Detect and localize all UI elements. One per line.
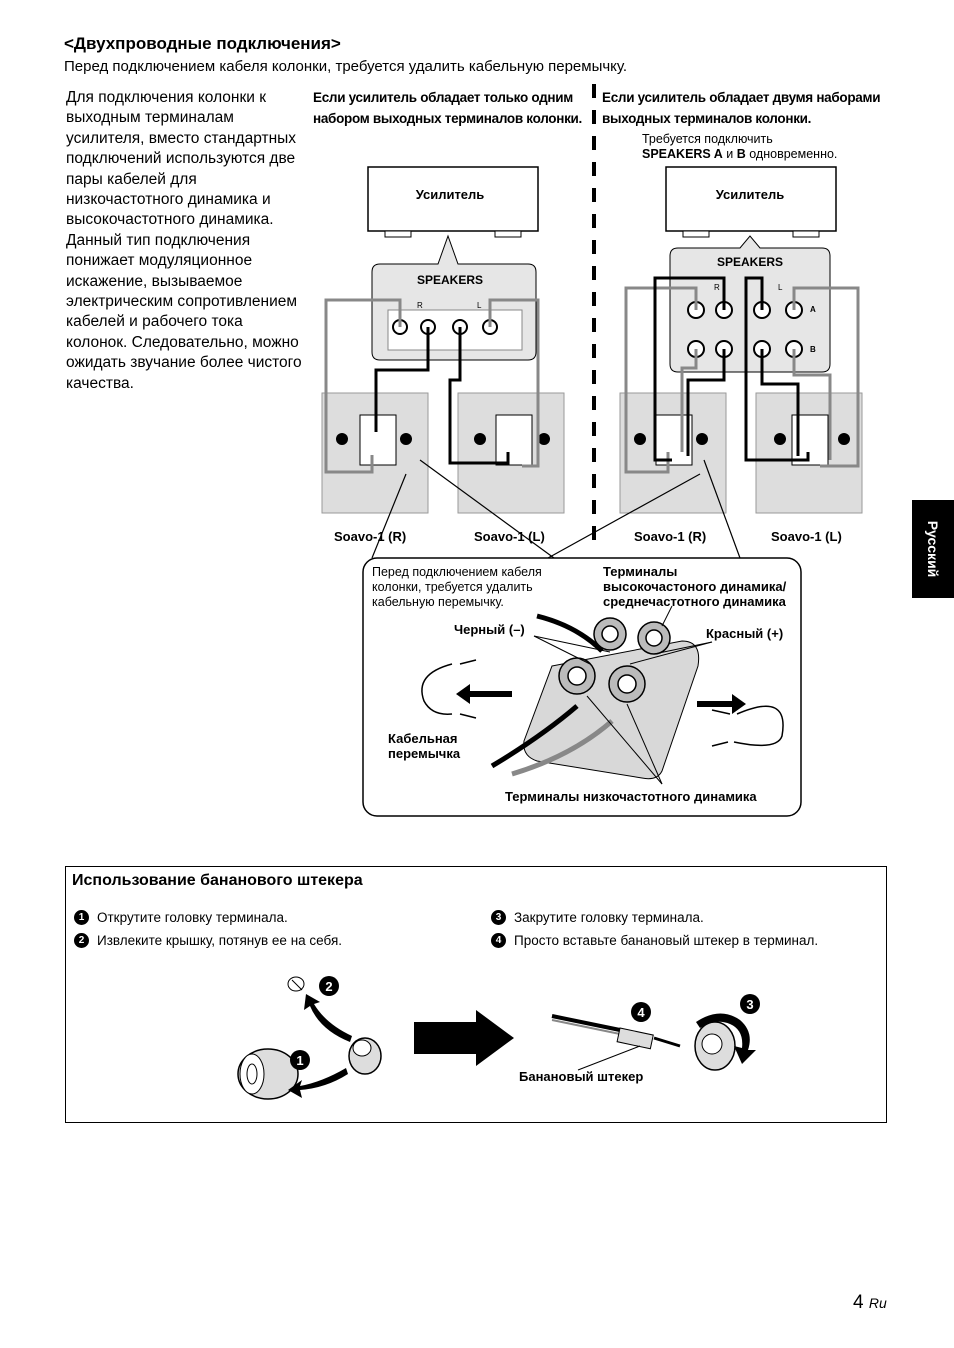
- right-speaker-r: [619, 392, 727, 514]
- set-a-label: A: [810, 305, 816, 314]
- jumper-line2: перемычка: [388, 746, 461, 761]
- wiring-diagram: Усилитель SPEAKERS R L Усилитель SPEAKER…: [321, 166, 863, 559]
- page-number-value: 4: [853, 1292, 864, 1313]
- label-left-speaker-r: Soavo-1 (R): [334, 529, 407, 544]
- section-subtitle: Перед подключением кабеля колонки, требу…: [64, 58, 628, 75]
- svg-text:2: 2: [325, 979, 332, 994]
- terminal-post-left: [348, 1037, 382, 1075]
- step-1-text: Открутите головку терминала.: [97, 910, 288, 925]
- red-plus-label: Красный (+): [706, 626, 784, 641]
- right-heading-line2: выходных терминалов колонки.: [602, 111, 812, 126]
- section-title: <Двухпроводные подключения>: [64, 34, 341, 53]
- svg-text:1: 1: [296, 1053, 303, 1068]
- step-number-4-icon: 4: [631, 1002, 651, 1022]
- page-language: Ru: [868, 1295, 887, 1311]
- step-4-text: Просто вставьте банановый штекер в терми…: [514, 933, 819, 948]
- intro-paragraph: Для подключения колонки к выходным терми…: [66, 89, 302, 392]
- note-end: одновременно.: [745, 147, 838, 161]
- right-amplifier: Усилитель SPEAKERS R L A B: [665, 166, 837, 373]
- note-line2: SPEAKERS A и B одновременно.: [642, 147, 882, 162]
- label-right-speaker-l: Soavo-1 (L): [771, 529, 842, 544]
- jumper-line1: Кабельная: [388, 731, 458, 746]
- right-amp-label: Усилитель: [716, 187, 785, 202]
- banana-plug-label: Банановый штекер: [519, 1069, 644, 1084]
- tweeter-line1: Терминалы: [603, 564, 678, 579]
- step-4: 4 Просто вставьте банановый штекер в терм…: [491, 933, 818, 948]
- banana-plug-illustration: 2 1 4 3: [237, 976, 760, 1100]
- step-3: 3 Закрутите головку терминала.: [491, 910, 704, 925]
- label-left-speaker-l: Soavo-1 (L): [474, 529, 545, 544]
- step-2-number: 2: [74, 933, 89, 948]
- left-ch-l: L: [477, 301, 482, 310]
- left-heading-line2: набором выходных терминалов колонки.: [313, 111, 583, 126]
- right-column-heading: Если усилитель обладает двумя наборами в…: [602, 87, 902, 129]
- step-1-number: 1: [74, 910, 89, 925]
- page-number: 4 Ru: [853, 1292, 887, 1314]
- step-2-text: Извлеките крышку, потянув ее на себя.: [97, 933, 343, 948]
- left-amplifier: Усилитель SPEAKERS R L: [367, 166, 539, 361]
- right-column-note: Требуется подключить SPEAKERS A и B одно…: [642, 132, 882, 162]
- curved-arrow-1-icon: [288, 1068, 348, 1098]
- left-speaker-l: [457, 392, 565, 514]
- note-speakers-a: SPEAKERS A: [642, 147, 723, 161]
- step-number-3-icon: 3: [740, 994, 760, 1014]
- right-heading-line1: Если усилитель обладает двумя наборами: [602, 90, 881, 105]
- note-speakers-b: B: [736, 147, 746, 161]
- note-and: и: [722, 147, 737, 161]
- svg-text:3: 3: [746, 997, 753, 1012]
- language-tab: Русский: [912, 500, 954, 598]
- left-ch-r: R: [417, 301, 423, 310]
- banana-plug-title: Использование бананового штекера: [72, 872, 363, 889]
- set-b-label: B: [810, 345, 816, 354]
- banana-plug-box: [65, 866, 887, 1123]
- step-4-number: 4: [491, 933, 506, 948]
- note-line1: Требуется подключить: [642, 132, 773, 146]
- right-ch-l: L: [778, 283, 783, 292]
- woofer-terminals-label: Терминалы низкочастотного динамика: [505, 789, 757, 804]
- svg-text:4: 4: [637, 1005, 645, 1020]
- curved-arrow-2-icon: [304, 994, 352, 1042]
- curved-arrow-3-icon: [696, 1013, 756, 1064]
- tweeter-line2: высокочастоного динамика/: [603, 579, 787, 594]
- left-speaker-r: [321, 392, 429, 514]
- left-heading-line1: Если усилитель обладает только одним: [313, 90, 573, 105]
- step-2: 2 Извлеките крышку, потянув ее на себя.: [74, 933, 342, 948]
- banana-plug-icon: [551, 1014, 681, 1071]
- language-tab-label: Русский: [925, 520, 941, 578]
- tweeter-terminals-label: Терминалы высокочастоного динамика/ сред…: [603, 564, 786, 609]
- tweeter-line3: среднечастотного динамика: [603, 594, 786, 609]
- big-right-arrow-icon: [414, 1010, 514, 1066]
- left-amp-label: Усилитель: [416, 187, 485, 202]
- terminal-detail-illustration: [362, 557, 802, 817]
- label-right-speaker-r: Soavo-1 (R): [634, 529, 707, 544]
- step-number-2-icon: 2: [319, 976, 339, 996]
- detail-note: Перед подключением кабеля колонки, требу…: [372, 565, 542, 609]
- small-cover-icon: [287, 976, 305, 992]
- step-3-number: 3: [491, 910, 506, 925]
- left-speakers-label: SPEAKERS: [417, 273, 483, 287]
- step-1: 1 Открутите головку терминала.: [74, 910, 288, 925]
- right-ch-r: R: [714, 283, 720, 292]
- left-column-heading: Если усилитель обладает только одним наб…: [313, 87, 593, 129]
- terminal-post-right: [694, 1021, 736, 1071]
- step-3-text: Закрутите головку терминала.: [514, 910, 704, 925]
- step-number-1-icon: 1: [290, 1050, 310, 1070]
- right-speakers-label: SPEAKERS: [717, 255, 783, 269]
- jumper-label: Кабельная перемычка: [388, 731, 460, 761]
- black-minus-label: Черный (–): [454, 622, 525, 637]
- terminal-cap-left: [237, 1048, 299, 1100]
